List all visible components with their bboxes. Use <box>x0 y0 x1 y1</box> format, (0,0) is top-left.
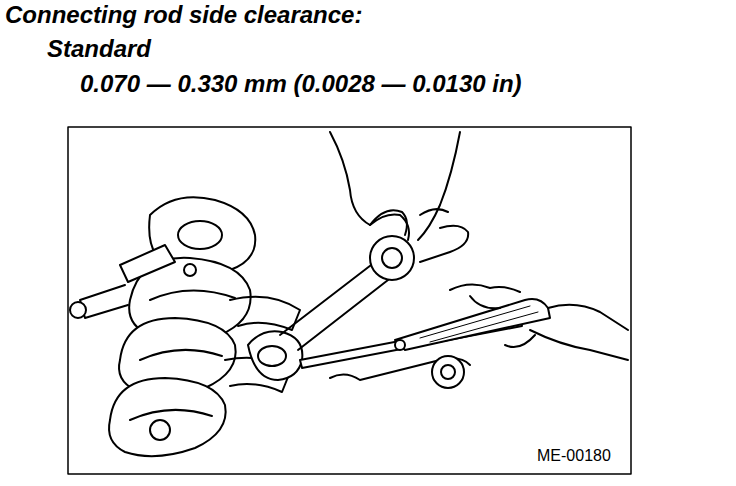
right-hand <box>450 284 628 360</box>
figure-code: ME-00180 <box>535 447 613 465</box>
crankshaft <box>70 197 300 456</box>
spec-value: 0.070 — 0.330 mm (0.0028 — 0.0130 in) <box>80 71 522 97</box>
connecting-rod <box>248 236 470 388</box>
heading: Connecting rod side clearance: <box>5 2 362 28</box>
figure-frame <box>68 127 631 474</box>
left-hand <box>330 132 468 262</box>
spec-label: Standard <box>47 36 151 62</box>
feeler-gauge <box>300 299 550 368</box>
